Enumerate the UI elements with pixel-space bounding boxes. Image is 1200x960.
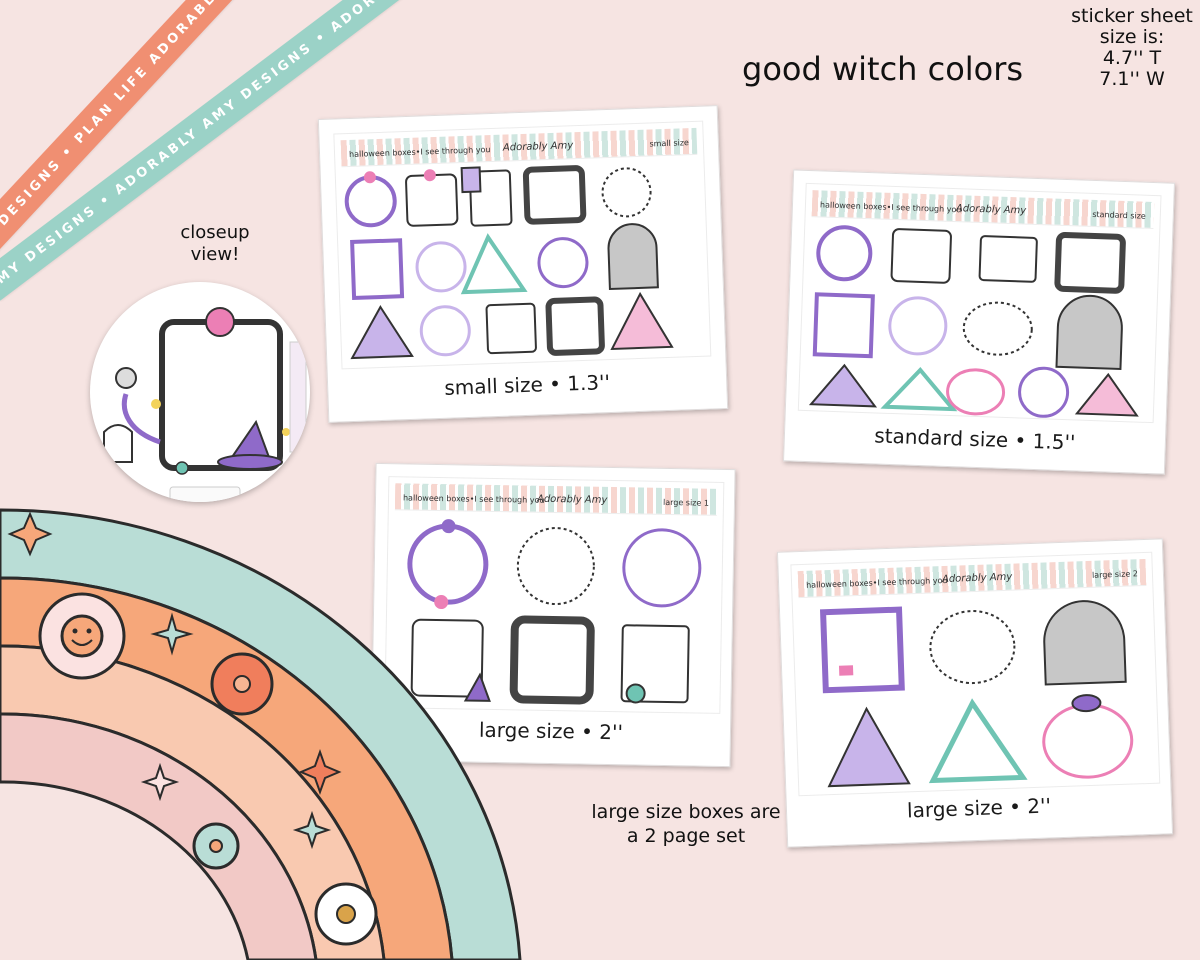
caption-standard: standard size • 1.5'' <box>873 423 1076 455</box>
polaroid-large-1: halloween boxes•I see through you Adorab… <box>370 462 736 768</box>
note-line2: a 2 page set <box>626 825 746 847</box>
sheet-large-2-stickers <box>819 600 1134 788</box>
orange-flower-icon <box>210 652 274 716</box>
sparkle-icon-2 <box>150 612 194 656</box>
sheet-large-1-stickers <box>407 519 702 705</box>
sheet-large-1-tag: large size 1 <box>662 497 710 508</box>
sheet-small-tag: small size <box>649 138 690 149</box>
closeup-line2: view! <box>190 244 240 265</box>
sparkle-icon-3 <box>298 749 342 795</box>
caption-small: small size • 1.3'' <box>443 370 611 400</box>
rainbow-decoration <box>0 508 522 960</box>
sheet-standard: halloween boxes•I see through you Adorab… <box>797 182 1162 424</box>
sheet-size-height: 4.7'' T <box>1102 47 1162 69</box>
sheet-size-info: sticker sheet size is: 4.7'' T 7.1'' W <box>1062 6 1200 90</box>
sheet-standard-stickers <box>808 225 1139 418</box>
sheet-small-stickers <box>344 165 674 360</box>
sheet-standard-tag: standard size <box>1092 209 1146 221</box>
closeup-label: closeup view! <box>160 222 270 266</box>
closeup-circle <box>90 282 310 502</box>
pumpkin-icon <box>205 307 235 337</box>
closeup-illustration <box>103 307 307 502</box>
note-line1: large size boxes are <box>591 801 781 823</box>
sheet-large-1: halloween boxes•I see through you Adorab… <box>384 476 725 714</box>
smiley-flower-icon <box>38 592 126 680</box>
sheet-small: halloween boxes•I see through you Adorab… <box>333 120 712 370</box>
sparkle-icon <box>7 511 53 557</box>
sparkle-icon-5 <box>292 810 332 850</box>
sheet-size-line2: size is: <box>1099 26 1165 48</box>
polaroid-small: halloween boxes•I see through you Adorab… <box>317 105 729 423</box>
closeup-line1: closeup <box>180 222 250 243</box>
large-set-note: large size boxes are a 2 page set <box>570 800 802 848</box>
sheet-large-2-tag: large size 2 <box>1091 569 1139 580</box>
sparkle-icon-4 <box>140 762 180 802</box>
polaroid-large-2: halloween boxes•I see through you Adorab… <box>776 538 1174 848</box>
sheet-size-width: 7.1'' W <box>1099 68 1165 90</box>
ghost-icon <box>103 424 133 463</box>
sheet-size-line1: sticker sheet <box>1071 5 1193 27</box>
white-flower-icon <box>314 882 378 946</box>
headline: good witch colors <box>742 50 1024 88</box>
sheet-large-2: halloween boxes•I see through you Adorab… <box>790 551 1161 797</box>
polaroid-standard: halloween boxes•I see through you Adorab… <box>783 169 1175 475</box>
teal-flower-icon <box>192 822 240 870</box>
caption-large-2: large size • 2'' <box>906 793 1052 823</box>
skull-icon <box>115 367 137 389</box>
